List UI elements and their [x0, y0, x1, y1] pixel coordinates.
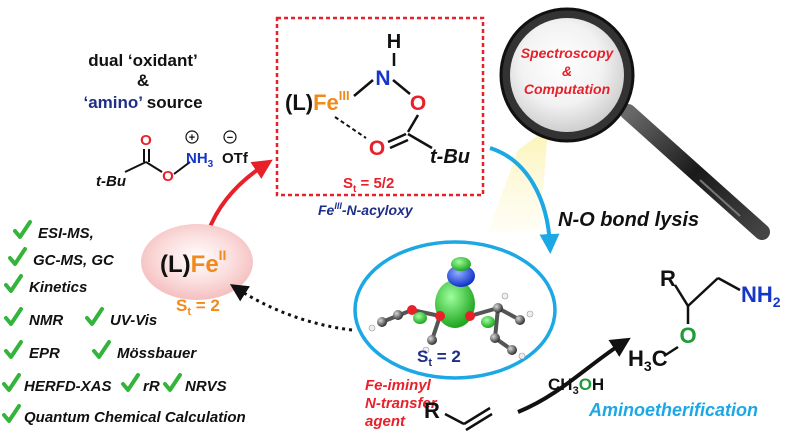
check-label: rR [143, 378, 160, 395]
reagent-tBu: t-Bu [96, 173, 126, 190]
intermediate-N: N [375, 67, 390, 90]
checklist-item: NMR [4, 307, 63, 329]
checklist-item: Mössbauer [92, 340, 197, 362]
checklist-item: ESI-MS, [13, 220, 94, 242]
check-icon [4, 307, 23, 326]
reagent-structure: O t-Bu O + NH3 − OTf [96, 130, 249, 190]
methanol-label: CH3OH [548, 375, 604, 397]
magnifier-text-2: & [562, 63, 572, 79]
fe2-label: (L)FeII [160, 247, 226, 278]
check-label: EPR [29, 345, 60, 362]
alkene-structure: R [424, 398, 493, 432]
magnifier-text-1: Spectroscopy [521, 45, 615, 61]
product-R: R [660, 266, 676, 291]
intermediate-O-top: O [410, 92, 426, 115]
checklist: ESI-MS, GC-MS, GC Kinetics NMR UV-Vis EP… [2, 220, 246, 426]
checklist-item: rR [121, 373, 160, 395]
check-icon [85, 307, 104, 326]
fe2-spin: St = 2 [176, 296, 220, 318]
source-line3: ‘amino’ source [83, 93, 202, 112]
check-label: UV-Vis [110, 312, 157, 329]
intermediate-H: H [387, 31, 401, 53]
fe2-ellipse [141, 224, 253, 300]
checklist-item: UV-Vis [85, 307, 157, 329]
check-icon [92, 340, 111, 359]
reaction-name: Aminoetherification [588, 400, 758, 420]
check-icon [121, 373, 140, 392]
intermediate-tBu: t-Bu [430, 146, 470, 168]
intermediate-L: (L)FeIII [285, 88, 350, 115]
source-line1: dual ‘oxidant’ [88, 51, 198, 70]
checklist-item: GC-MS, GC [8, 247, 115, 269]
intermediate-spin: St = 5/2 [343, 175, 394, 195]
checklist-item: NRVS [163, 373, 227, 395]
product-H3C: H3C [628, 346, 668, 374]
product-O: O [679, 323, 696, 348]
check-icon [2, 373, 21, 392]
bond-lysis-label: N-O bond lysis [558, 209, 699, 231]
iminyl-label-1: Fe-iminyl [365, 377, 432, 394]
reagent-plus: + [189, 132, 195, 144]
checklist-item: Quantum Chemical Calculation [2, 404, 246, 426]
reagent-O-ester: O [162, 168, 174, 185]
magnifier-text-3: Computation [524, 81, 610, 97]
check-icon [2, 404, 21, 423]
red-cycle-arrow [206, 159, 273, 233]
intermediate-O-bottom: O [369, 137, 385, 160]
check-icon [13, 220, 32, 239]
check-label: NMR [29, 312, 63, 329]
iminyl-spin: St = 2 [417, 347, 461, 369]
reaction-arrow [517, 337, 631, 414]
iminyl-label-2: N-transfer [365, 395, 438, 412]
check-icon [163, 373, 182, 392]
check-label: ESI-MS, [38, 225, 94, 242]
checklist-item: EPR [4, 340, 60, 362]
intermediate-box [275, 16, 485, 197]
reagent-minus: − [227, 132, 233, 144]
dotted-cycle-arrow [229, 284, 353, 332]
reagent-NH3: NH3 [186, 150, 214, 170]
check-icon [8, 247, 27, 266]
magnifying-glass-icon [499, 7, 770, 240]
check-label: HERFD-XAS [24, 378, 112, 395]
reagent-OTf: OTf [222, 150, 249, 167]
iminyl-label-3: agent [365, 413, 406, 430]
checklist-item: HERFD-XAS [2, 373, 112, 395]
checklist-item: Kinetics [4, 274, 87, 296]
alkene-R: R [424, 398, 440, 423]
check-label: Quantum Chemical Calculation [24, 409, 246, 426]
cyan-cycle-arrow [489, 146, 560, 254]
intermediate-caption: FeIII-N-acyloxy [318, 201, 414, 218]
light-beam [488, 128, 548, 232]
check-icon [4, 274, 23, 293]
check-label: NRVS [185, 378, 227, 395]
product-structure: R NH2 O H3C [628, 266, 781, 374]
check-label: Kinetics [29, 279, 87, 296]
check-icon [4, 340, 23, 359]
reagent-O-carbonyl: O [140, 132, 152, 149]
check-label: GC-MS, GC [33, 252, 115, 269]
product-NH2: NH2 [741, 282, 781, 310]
iminyl-molecule-model [368, 257, 534, 360]
check-label: Mössbauer [117, 345, 197, 362]
source-amp: & [137, 71, 149, 90]
